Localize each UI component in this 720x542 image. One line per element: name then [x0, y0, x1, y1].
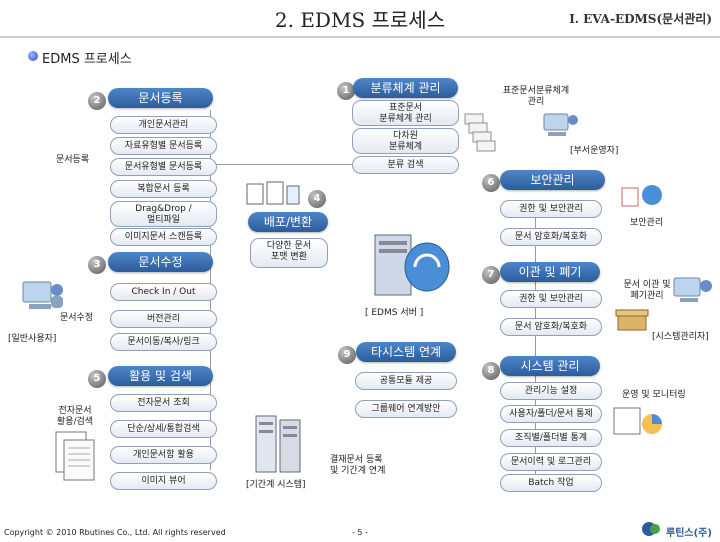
legacy-server-icon — [250, 410, 310, 480]
document-pages-icon — [54, 430, 98, 490]
section-classification[interactable]: 분류체계 관리 — [353, 78, 458, 98]
right-column-connector — [535, 205, 536, 490]
link-item-common-module[interactable]: 공통모듈 제공 — [355, 372, 457, 390]
use-item-image-viewer[interactable]: 이미지 뷰어 — [110, 472, 217, 490]
sysmgmt-item-batch[interactable]: Batch 작업 — [500, 474, 602, 492]
section-transfer-disposal[interactable]: 이관 및 폐기 — [500, 262, 600, 282]
register-item-by-doctype[interactable]: 문서유형별 문서등록 — [110, 158, 217, 176]
section-subtitle: EDMS 프로세스 — [42, 52, 132, 67]
step-number-1: 1 — [337, 82, 355, 100]
doc-register-label: 문서등록 — [56, 155, 90, 165]
approved-doc-label: 결재문서 등록 및 기간계 연계 — [330, 455, 386, 476]
register-item-dragdrop[interactable]: Drag&Drop / 멀티파일 — [110, 201, 217, 227]
transfer-item-encrypt[interactable]: 문서 암호화/복호화 — [500, 318, 602, 336]
transfer-label: 문서 이관 및 폐기관리 — [623, 280, 671, 301]
page-number: - 5 - — [352, 528, 368, 537]
step-number-7: 7 — [482, 266, 500, 284]
ops-monitor-label: 운영 및 모니터링 — [622, 390, 686, 400]
sysmgmt-item-control[interactable]: 사용자/폴더/문서 통제 — [500, 405, 602, 423]
edms-server-icon — [365, 225, 455, 305]
register-item-scan[interactable]: 이미지문서 스캔등록 — [110, 228, 217, 246]
sys-admin-label: [시스템관리자] — [652, 332, 709, 342]
copyright: Copyright © 2010 Rbutines Co., Ltd. All … — [4, 528, 226, 537]
admin-pc-icon — [670, 272, 716, 312]
deploy-item-convert[interactable]: 다양한 문서 포맷 변환 — [250, 238, 328, 268]
operator-pc-icon — [540, 108, 580, 140]
document-files-icon — [243, 180, 303, 210]
edit-item-version[interactable]: 버전관리 — [110, 310, 217, 328]
connector — [210, 164, 352, 165]
edms-server-label: [ EDMS 서버 ] — [365, 308, 424, 318]
archive-box-icon — [614, 308, 650, 332]
step-number-3: 3 — [88, 256, 106, 274]
section-deploy[interactable]: 배포/변환 — [248, 212, 328, 232]
section-doc-edit[interactable]: 문서수정 — [108, 252, 213, 272]
step-number-9: 9 — [338, 346, 356, 364]
edit-item-move-copy-link[interactable]: 문서이동/복사/링크 — [110, 333, 217, 351]
section-security[interactable]: 보안관리 — [500, 170, 605, 190]
use-item-personal-box[interactable]: 개인문서함 활용 — [110, 446, 217, 464]
e-doc-use-label: 전자문서 활용/검색 — [56, 406, 94, 427]
legacy-system-label: [기간계 시스템] — [246, 480, 306, 490]
step-number-2: 2 — [88, 92, 106, 110]
section-system-link[interactable]: 타시스템 연계 — [356, 342, 456, 362]
user-pc-icon — [15, 276, 67, 316]
sysmgmt-item-logs[interactable]: 문서이력 및 로그관리 — [500, 453, 602, 471]
register-item-personal[interactable]: 개인문서관리 — [110, 116, 217, 134]
company-logo-icon — [640, 520, 664, 538]
section-use-search[interactable]: 활용 및 검색 — [108, 366, 213, 386]
security-label: 보안관리 — [630, 218, 664, 228]
step-number-5: 5 — [88, 370, 106, 388]
step-number-8: 8 — [482, 362, 500, 380]
page-title: 2. EDMS 프로세스 — [274, 8, 446, 32]
monitor-chart-icon — [612, 404, 664, 438]
class-item-standard[interactable]: 표준문서 분류체계 관리 — [352, 100, 459, 126]
header-divider — [0, 36, 720, 38]
class-item-multidim[interactable]: 다차원 분류체계 — [352, 128, 459, 154]
use-item-view[interactable]: 전자문서 조회 — [110, 394, 217, 412]
dept-operator-label: [부서운영자] — [570, 146, 619, 156]
step-number-4: 4 — [308, 190, 326, 208]
doc-edit-label: 문서수정 — [60, 313, 94, 323]
document-stack-icon — [463, 112, 503, 158]
transfer-item-auth[interactable]: 권한 및 보안관리 — [500, 290, 602, 308]
register-item-compound[interactable]: 복합문서 등록 — [110, 180, 217, 198]
section-system-mgmt[interactable]: 시스템 관리 — [500, 356, 600, 376]
section-doc-register[interactable]: 문서등록 — [108, 88, 213, 108]
sysmgmt-item-settings[interactable]: 관리기능 설정 — [500, 382, 602, 400]
step-number-6: 6 — [482, 174, 500, 192]
brand-label: I. EVA-EDMS(문서관리) — [569, 12, 712, 26]
class-item-search[interactable]: 분류 검색 — [352, 156, 459, 174]
use-item-search[interactable]: 단순/상세/통합검색 — [110, 420, 217, 438]
link-item-groupware[interactable]: 그룹웨어 연계방안 — [355, 400, 457, 418]
security-item-auth[interactable]: 권한 및 보안관리 — [500, 200, 602, 218]
sysmgmt-item-stats[interactable]: 조직별/폴더별 통계 — [500, 429, 602, 447]
general-user-label: [일반사용자] — [8, 334, 57, 344]
register-item-by-material[interactable]: 자료유형별 문서등록 — [110, 137, 217, 155]
edit-item-checkinout[interactable]: Check In / Out — [110, 283, 217, 301]
security-item-encrypt[interactable]: 문서 암호화/복호화 — [500, 228, 602, 246]
bullet-icon — [28, 51, 38, 61]
security-icon — [620, 180, 666, 210]
company-logo-text: 루틴스(주) — [666, 528, 712, 539]
std-class-label: 표준문서분류체계 관리 — [502, 86, 570, 107]
